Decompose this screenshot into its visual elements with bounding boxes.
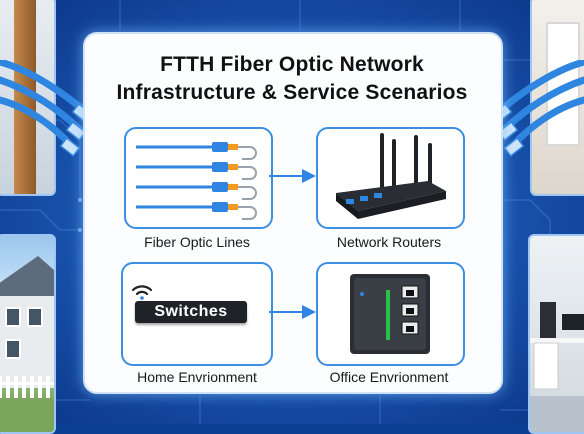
office-environment-panel (316, 262, 465, 366)
office-photo-bottom-right (528, 234, 584, 434)
network-switch-module-icon (350, 274, 430, 354)
office-environment-caption: Office Envrionment (329, 369, 449, 385)
ethernet-cables-left (0, 60, 93, 157)
fiber-optic-lines-panel (124, 127, 273, 229)
title-line-1: FTTH Fiber Optic Network (160, 53, 424, 76)
router-icon (336, 133, 446, 219)
ethernet-cables-right (491, 60, 584, 157)
title-line-2: Infrastructure & Service Scenarios (116, 81, 468, 104)
connector-arrows (269, 169, 316, 319)
network-routers-caption: Network Routers (336, 234, 442, 250)
indoor-photo-top-left (0, 0, 56, 196)
switches-label: Switches (135, 301, 247, 323)
network-routers-panel (316, 127, 465, 229)
wifi-icon (131, 285, 153, 300)
fiber-optic-lines-caption: Fiber Optic Lines (144, 234, 250, 250)
house-photo-bottom-left (0, 234, 56, 434)
home-environment-caption: Home Envrionment (137, 369, 257, 385)
fiber-cables-icon (136, 142, 257, 220)
